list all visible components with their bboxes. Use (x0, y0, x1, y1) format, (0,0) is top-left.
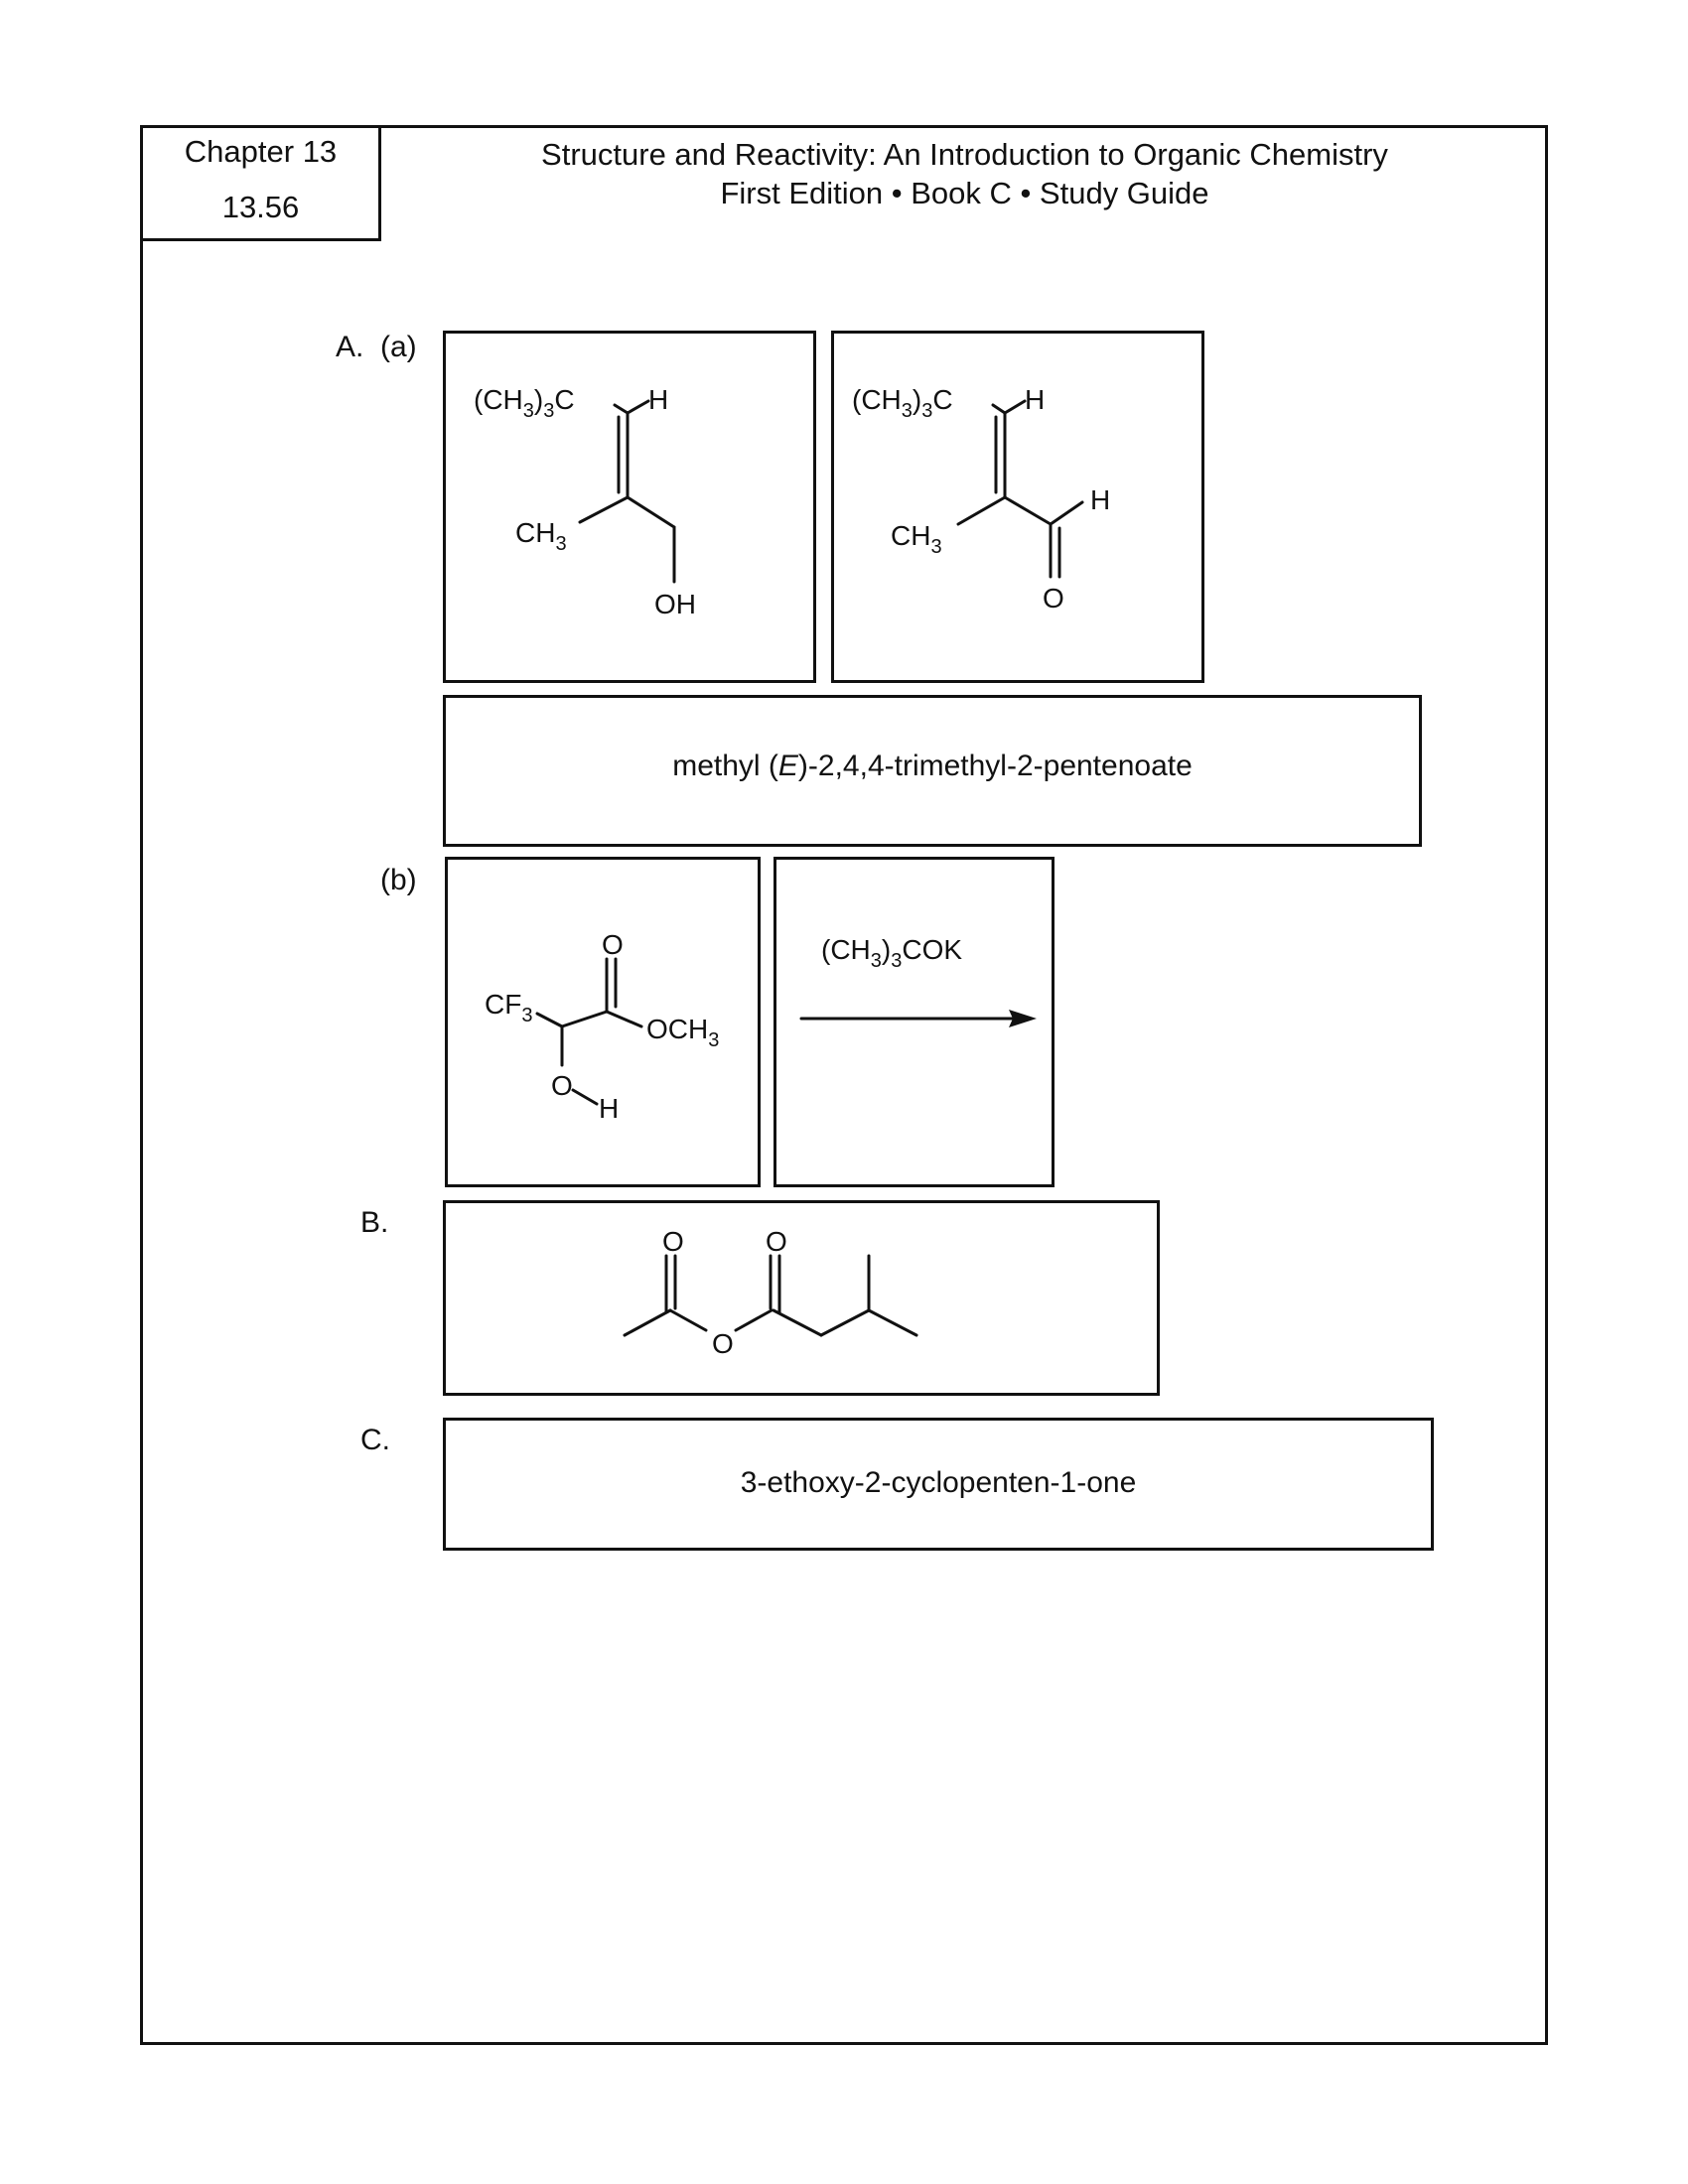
hydroxyl-text: OH (654, 589, 696, 619)
methyl-text: CH3 (891, 520, 942, 558)
bond-c-tbu (613, 403, 630, 415)
bond-ch2-ch (819, 1308, 871, 1337)
vinyl-h-text: H (648, 384, 668, 415)
carbonyl-o1-text: O (662, 1226, 684, 1257)
bond-c-h (1003, 399, 1027, 415)
reaction-arrow-head (1009, 1010, 1037, 1027)
reagent-text: (CH3)3COK (821, 934, 962, 972)
bond-c-cho (1003, 495, 1053, 526)
bond-c1-o (668, 1308, 708, 1332)
enone-name: 3-ethoxy-2-cyclopenten-1-one (740, 1466, 1137, 1499)
bond-o-c2 (734, 1308, 774, 1332)
section-a-label: A. (336, 331, 364, 363)
bond-c-h (626, 399, 650, 415)
cf3-text: CF3 (485, 989, 532, 1026)
name-box-enone: 3-ethoxy-2-cyclopenten-1-one (443, 1418, 1434, 1551)
name-box-ester: methyl (E)-2,4,4-trimethyl-2-pentenoate (443, 695, 1422, 847)
bond-c-ch2 (626, 495, 676, 529)
vinyl-h-text: H (1025, 384, 1045, 415)
structure-aldehyde: (CH3)3C H CH3 H O (852, 384, 1110, 614)
section-b-label: B. (360, 1206, 389, 1239)
carbonyl-o-text: O (1043, 583, 1064, 614)
bond-c2-ch2 (772, 1308, 823, 1337)
bond-c-ch3 (956, 495, 1007, 526)
hydroxyl-h-text: H (599, 1093, 619, 1124)
hydroxyl-o-text: O (551, 1070, 573, 1101)
tbu-group-text: (CH3)3C (474, 384, 575, 422)
structure-anhydride: O O O (623, 1226, 918, 1359)
bond-cho-h (1049, 500, 1084, 526)
bond-ch-methyl-right (867, 1308, 918, 1337)
structure-box-hydroxy-ester: O CF3 OCH3 O H (445, 857, 761, 1187)
bond-c-ch3 (578, 495, 630, 524)
aldehyde-h-text: H (1090, 484, 1110, 515)
chapter-label: Chapter 13 (184, 134, 338, 169)
bridge-o-text: O (712, 1328, 734, 1359)
reagent-box: (CH3)3COK (774, 857, 1055, 1187)
bond-cf3-c (535, 1012, 564, 1028)
bond-c-tbu (991, 403, 1007, 415)
bond-carbonyl-o (605, 1010, 643, 1028)
problem-number: 13.56 (221, 190, 300, 224)
structure-hydroxy-ester: O CF3 OCH3 O H (485, 929, 719, 1124)
structure-box-alcohol: (CH3)3C H CH3 OH (443, 331, 816, 683)
ester-name: methyl (E)-2,4,4-trimethyl-2-pentenoate (672, 750, 1193, 782)
page-frame (140, 125, 1548, 2045)
structure-box-anhydride: O O O (443, 1200, 1160, 1396)
reaction-arrow-diagram: (CH3)3COK (799, 934, 1037, 1027)
carbonyl-o2-text: O (766, 1226, 787, 1257)
bond-c-carbonyl (560, 1010, 609, 1028)
bond-o-h (571, 1088, 599, 1106)
part-b-label: (b) (380, 864, 417, 896)
structure-box-aldehyde: (CH3)3C H CH3 H O (831, 331, 1204, 683)
carbonyl-o-text: O (602, 929, 624, 960)
section-c-label: C. (360, 1424, 390, 1456)
methoxy-text: OCH3 (646, 1014, 719, 1051)
bond-methyl-c1 (623, 1308, 672, 1337)
edition-line: First Edition • Book C • Study Guide (720, 176, 1209, 210)
book-title: Structure and Reactivity: An Introductio… (541, 137, 1388, 172)
chapter-box: Chapter 13 13.56 (140, 125, 381, 241)
tbu-group-text: (CH3)3C (852, 384, 953, 422)
part-a-label: (a) (380, 331, 417, 363)
structure-alcohol: (CH3)3C H CH3 OH (474, 384, 696, 619)
methyl-text: CH3 (515, 517, 567, 555)
